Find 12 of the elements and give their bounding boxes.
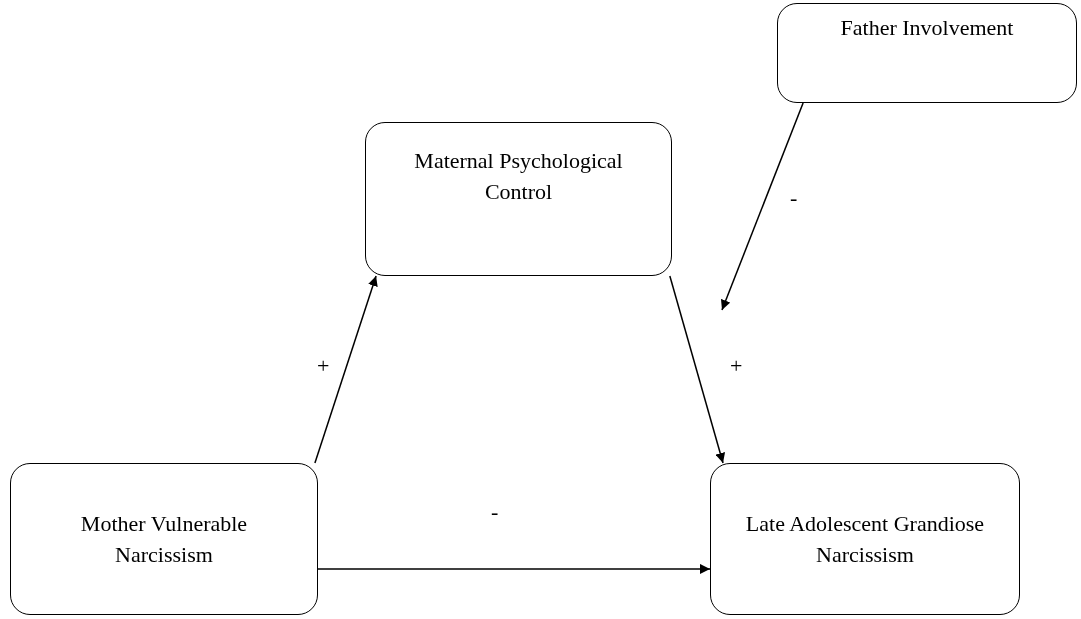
arrow [721,102,804,311]
rounded-box [777,3,1077,103]
arrow [317,563,711,574]
rounded-box [710,463,1020,615]
rounded-box [10,463,318,615]
arrow [314,275,378,464]
node-label: Mother Vulnerable Narcissism [79,510,249,569]
rounded-box [365,122,672,276]
node-label: Maternal Psychological Control [413,147,624,206]
node-label: Father Involvement [840,14,1014,42]
node-label: Late Adolescent Grandiose Narcissism [744,510,986,569]
arrow [669,275,726,464]
